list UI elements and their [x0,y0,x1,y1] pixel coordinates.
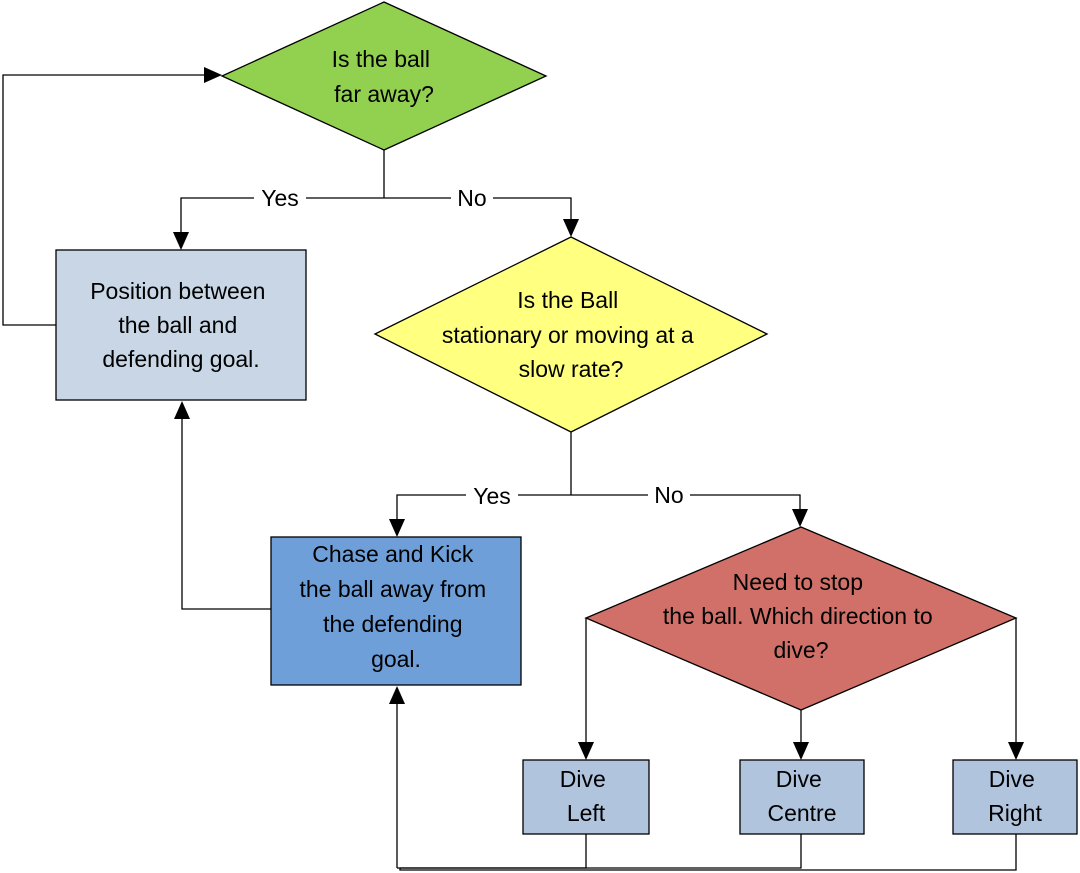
label-line: Left [567,800,606,826]
arrowhead-into-slow-decision [563,219,579,237]
arrowhead-into-dive-centre [793,742,809,760]
process-dive-right [952,759,1078,835]
label-chase-and-kick: Chase and Kick the ball away from the de… [299,541,492,672]
label-line: Need to stop [733,569,863,595]
connector-dive-right-return [399,834,1017,871]
label-dive-right: Dive Right [988,766,1042,826]
label-line: goal. [371,646,421,672]
connector-far-yes [180,197,384,233]
label-line: the ball away from [299,576,486,602]
arrowhead-into-chase [389,519,405,537]
label-dive-left: Dive Left [560,766,612,826]
connector-dive-centre-return [400,834,802,869]
label-line: Centre [767,800,836,826]
label-line: Dive [989,766,1035,792]
label-line: Position between [90,278,265,304]
label-line: slow rate? [519,356,624,382]
arrowhead-into-chase-bottom [389,686,405,704]
edge-label-far-no: No [457,185,486,211]
label-line: dive? [774,637,829,663]
decision-which-direction-to-dive [584,526,1018,711]
arrowhead-into-position [173,232,189,250]
label-line: Is the ball [332,46,430,72]
connectors [2,67,1024,871]
connector-slow-no [571,494,801,510]
label-line: far away? [334,81,434,107]
label-line: Dive [776,766,822,792]
label-dive-centre: Dive Centre [767,766,836,826]
decision-ball-stationary-or-slow [373,236,769,433]
label-line: the ball and [118,312,237,338]
label-ball-far-away: Is the ball far away? [332,46,437,107]
shapes [55,1,1078,835]
label-line: the defending [323,611,462,637]
edge-labels: Yes No Yes No [254,185,690,509]
decision-ball-far-away [220,1,548,151]
arrowhead-into-dive-left [578,742,594,760]
label-line: defending goal. [102,346,259,372]
process-dive-left [522,759,650,835]
label-line: Chase and Kick [312,541,474,567]
process-dive-centre [739,759,865,835]
label-ball-stationary-or-slow: Is the Ball stationary or moving at a sl… [442,287,700,382]
label-line: Is the Ball [517,287,618,313]
edge-label-far-yes: Yes [261,185,299,211]
label-line: Dive [560,766,606,792]
connector-dive-left-return [397,834,587,869]
connector-far-no [384,197,572,220]
arrowhead-into-dive-decision [792,509,808,527]
node-labels: Is the ball far away? Position between t… [90,46,1042,826]
edge-label-slow-yes: Yes [473,483,511,509]
connector-position-to-far [2,74,206,326]
process-position-between-ball-and-goal [55,249,307,401]
arrowhead-into-far-decision [204,67,222,83]
arrowhead-into-position-bottom [174,401,190,419]
label-line: the ball. Which direction to [663,603,933,629]
label-position-between: Position between the ball and defending … [90,278,272,372]
label-line: Right [988,800,1042,826]
process-chase-and-kick [270,536,522,686]
edge-label-slow-no: No [654,482,683,508]
connector-chase-to-position [181,418,271,610]
label-which-direction-to-dive: Need to stop the ball. Which direction t… [663,569,939,663]
label-line: stationary or moving at a [442,322,694,348]
arrowhead-into-dive-right [1008,742,1024,760]
